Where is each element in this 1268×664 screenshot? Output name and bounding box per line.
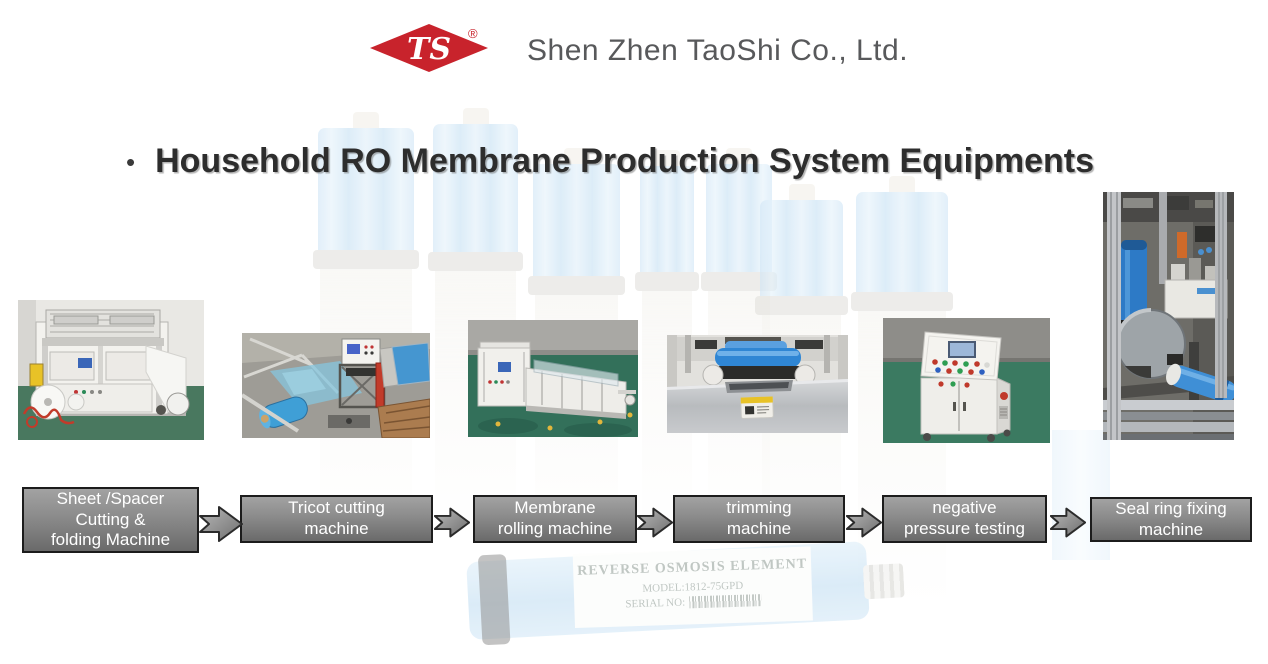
membrane-label-title: REVERSE OSMOSIS ELEMENT	[577, 556, 808, 579]
step-box-tricot-cutting: Tricot cutting machine	[240, 495, 433, 543]
block-right-arrow-icon	[434, 507, 470, 538]
step-box-trimming: trimming machine	[673, 495, 845, 543]
barcode-icon	[688, 594, 762, 609]
block-right-arrow-icon	[846, 507, 882, 538]
step-label: Tricot cutting machine	[288, 498, 385, 538]
block-right-arrow-icon	[1050, 507, 1086, 538]
step-label: Seal ring fixing machine	[1115, 498, 1227, 539]
step-label: negative pressure testing	[904, 498, 1025, 538]
title-bullet: •	[126, 146, 136, 177]
step-box-negative-pressure-testing: negative pressure testing	[882, 495, 1047, 543]
step-label: trimming machine	[726, 498, 792, 538]
company-name: Shen Zhen TaoShi Co., Ltd.	[527, 34, 909, 67]
page-title: Household RO Membrane Production System …	[155, 142, 1095, 180]
negative-pressure-testing-machine-photo	[883, 318, 1050, 443]
trimming-machine-photo	[667, 335, 848, 433]
membrane-rolling-machine-photo	[468, 320, 638, 437]
block-right-arrow-icon	[199, 506, 243, 542]
step-box-sheet-spacer-cutting-folding: Sheet /Spacer Cutting & folding Machine	[22, 487, 199, 553]
sheet-spacer-cutting-folding-machine-photo	[18, 300, 204, 440]
step-label: Membrane rolling machine	[497, 498, 613, 538]
step-box-membrane-rolling: Membrane rolling machine	[473, 495, 637, 543]
svg-text:TS: TS	[407, 32, 451, 67]
membrane-label-serial: SERIAL NO:	[625, 596, 686, 611]
tricot-cutting-machine-photo	[242, 333, 430, 438]
membrane-label: REVERSE OSMOSIS ELEMENT MODEL:1812-75GPD…	[572, 546, 813, 628]
step-label: Sheet /Spacer Cutting & folding Machine	[50, 488, 171, 550]
seal-ring-fixing-machine-photo	[1103, 192, 1234, 440]
ts-diamond-logo-icon: TS	[370, 24, 488, 72]
block-right-arrow-icon	[637, 507, 673, 538]
registered-trademark-symbol: ®	[468, 26, 478, 41]
slide-title-row: • Household RO Membrane Production Syste…	[126, 142, 1094, 181]
step-box-seal-ring-fixing: Seal ring fixing machine	[1090, 497, 1252, 542]
